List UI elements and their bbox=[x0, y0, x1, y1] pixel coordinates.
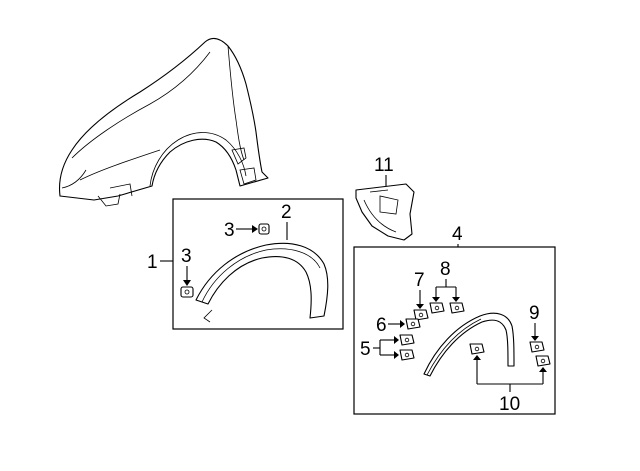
callout-7: 7 bbox=[414, 270, 425, 291]
callout-3-top: 3 bbox=[224, 220, 235, 241]
wheel-opening-molding bbox=[195, 242, 329, 323]
clip-3-left bbox=[180, 286, 194, 298]
clip-5-top bbox=[399, 334, 415, 346]
arrow-10-left bbox=[473, 355, 481, 360]
arrow-10-right bbox=[539, 367, 547, 372]
arrow-6 bbox=[400, 320, 405, 328]
callout-1: 1 bbox=[147, 252, 158, 273]
clip-7 bbox=[413, 309, 429, 321]
clip-5-bottom bbox=[399, 349, 415, 361]
clip-6 bbox=[405, 318, 421, 330]
arrow-5-top bbox=[394, 336, 399, 344]
callout-10: 10 bbox=[499, 394, 520, 415]
arrow-9 bbox=[531, 336, 539, 341]
clip-10-left bbox=[469, 343, 485, 355]
clip-3-top bbox=[258, 223, 270, 235]
callout-6: 6 bbox=[376, 315, 387, 336]
arrow-3-left bbox=[183, 280, 191, 286]
callout-3-left: 3 bbox=[181, 246, 192, 267]
callout-5: 5 bbox=[360, 339, 371, 360]
callout-9: 9 bbox=[529, 303, 540, 324]
arrow-3-top bbox=[252, 225, 258, 233]
group-box-4 bbox=[353, 246, 556, 415]
clip-10-right bbox=[535, 355, 551, 367]
arrow-8-left bbox=[432, 297, 440, 302]
clip-8-right bbox=[449, 302, 465, 314]
arrow-7 bbox=[416, 304, 424, 309]
group-box-1 bbox=[172, 198, 344, 330]
fender-panel bbox=[58, 37, 269, 207]
arrow-5-bottom bbox=[394, 351, 399, 359]
clip-8-left bbox=[429, 302, 445, 314]
arch-molding-strip bbox=[423, 312, 515, 377]
clip-9 bbox=[529, 341, 545, 353]
callout-4: 4 bbox=[452, 224, 463, 245]
arrow-8-right bbox=[452, 297, 460, 302]
callout-2: 2 bbox=[281, 202, 292, 223]
callout-8: 8 bbox=[440, 259, 451, 280]
mud-flap bbox=[355, 183, 415, 241]
callout-11: 11 bbox=[374, 155, 394, 176]
